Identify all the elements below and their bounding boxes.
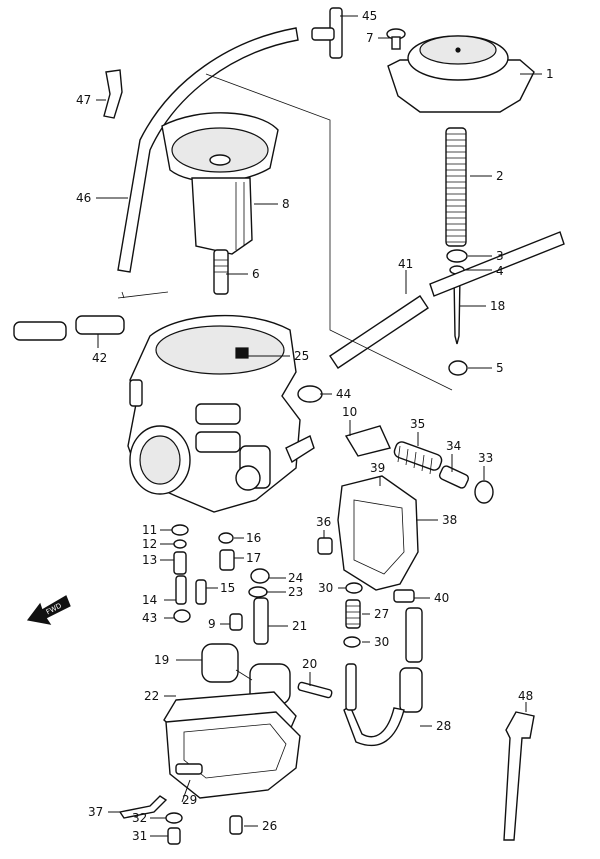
cap-33 bbox=[474, 480, 494, 504]
callout-3: 3 bbox=[496, 249, 504, 263]
jet-15 bbox=[195, 579, 207, 605]
callout-25: 25 bbox=[294, 349, 309, 363]
washer-30a bbox=[345, 582, 363, 594]
callout-36: 36 bbox=[316, 515, 331, 529]
callout-7: 7 bbox=[366, 31, 374, 45]
jet-17 bbox=[219, 549, 235, 571]
callout-22: 22 bbox=[144, 689, 159, 703]
callout-32: 32 bbox=[132, 811, 147, 825]
screw-26 bbox=[229, 815, 243, 835]
hose-42 bbox=[13, 315, 125, 341]
callout-28: 28 bbox=[436, 719, 451, 733]
leader-lines bbox=[96, 15, 542, 837]
screw-34 bbox=[438, 465, 470, 489]
callout-18: 18 bbox=[490, 299, 505, 313]
callout-12: 12 bbox=[142, 537, 157, 551]
plug-36 bbox=[317, 537, 333, 555]
callout-16: 16 bbox=[246, 531, 261, 545]
callout-33: 33 bbox=[478, 451, 493, 465]
cable-assembly-28 bbox=[343, 607, 423, 747]
spring-27 bbox=[345, 599, 361, 629]
piston-diaphragm-8 bbox=[161, 112, 279, 255]
fwd-arrow-icon: FWD bbox=[26, 595, 71, 625]
needle-jet-6 bbox=[213, 249, 229, 295]
washer-30b bbox=[343, 636, 361, 648]
callout-30b: 30 bbox=[374, 635, 389, 649]
callout-26: 26 bbox=[262, 819, 277, 833]
washer-43 bbox=[173, 609, 191, 623]
washer-12 bbox=[173, 539, 187, 549]
o-ring-11 bbox=[171, 524, 189, 536]
callout-10: 10 bbox=[342, 405, 357, 419]
cover-38 bbox=[337, 475, 419, 591]
pilot-screw-14 bbox=[175, 575, 187, 605]
callout-30a: 30 bbox=[318, 581, 333, 595]
callout-37: 37 bbox=[88, 805, 103, 819]
valve-21 bbox=[253, 597, 269, 645]
callout-41: 41 bbox=[398, 257, 413, 271]
retainer-3 bbox=[446, 249, 468, 263]
o-ring-32 bbox=[165, 812, 183, 824]
callout-46: 46 bbox=[76, 191, 91, 205]
callout-5: 5 bbox=[496, 361, 504, 375]
hex-wrench-48 bbox=[503, 711, 535, 841]
top-cap-1 bbox=[387, 35, 535, 113]
callout-24: 24 bbox=[288, 571, 303, 585]
clamp-47 bbox=[103, 69, 123, 119]
callout-29: 29 bbox=[182, 793, 197, 807]
vent-hose-46 bbox=[117, 27, 299, 273]
callout-11: 11 bbox=[142, 523, 157, 537]
callout-39: 39 bbox=[370, 461, 385, 475]
spring-35 bbox=[393, 441, 443, 475]
callout-27: 27 bbox=[374, 607, 389, 621]
pin-20 bbox=[297, 681, 333, 699]
cap-24 bbox=[250, 568, 270, 584]
spring-2 bbox=[445, 127, 467, 247]
callout-47: 47 bbox=[76, 93, 91, 107]
callout-38: 38 bbox=[442, 513, 457, 527]
t-fitting-45 bbox=[311, 7, 343, 59]
callout-15: 15 bbox=[220, 581, 235, 595]
callout-35: 35 bbox=[410, 417, 425, 431]
callout-40: 40 bbox=[434, 591, 449, 605]
callout-14: 14 bbox=[142, 593, 157, 607]
callout-31: 31 bbox=[132, 829, 147, 843]
callout-4: 4 bbox=[496, 264, 504, 278]
spring-13 bbox=[173, 551, 187, 575]
o-ring-44 bbox=[297, 385, 323, 403]
callout-20: 20 bbox=[302, 657, 317, 671]
callout-2: 2 bbox=[496, 169, 504, 183]
hose-41 bbox=[329, 295, 429, 369]
washer-5 bbox=[448, 360, 468, 376]
callout-19: 19 bbox=[154, 653, 169, 667]
carburetor-body bbox=[127, 314, 315, 513]
callout-9: 9 bbox=[208, 617, 216, 631]
o-ring-23 bbox=[248, 586, 268, 598]
screw-40 bbox=[393, 589, 415, 603]
callout-43: 43 bbox=[142, 611, 157, 625]
callout-6: 6 bbox=[252, 267, 260, 281]
screw-9 bbox=[229, 613, 243, 631]
callout-1: 1 bbox=[546, 67, 554, 81]
screw-7 bbox=[386, 28, 406, 50]
callout-44: 44 bbox=[336, 387, 351, 401]
drain-37 bbox=[118, 795, 168, 819]
callout-48: 48 bbox=[518, 689, 533, 703]
hose-top-right bbox=[429, 231, 565, 297]
fitting-10 bbox=[344, 425, 391, 457]
callout-21: 21 bbox=[292, 619, 307, 633]
washer-16 bbox=[218, 532, 234, 544]
callout-42: 42 bbox=[92, 351, 107, 365]
callout-34: 34 bbox=[446, 439, 461, 453]
callout-45: 45 bbox=[362, 9, 377, 23]
float-bowl bbox=[165, 711, 301, 799]
callout-8: 8 bbox=[282, 197, 290, 211]
screw-29 bbox=[175, 763, 203, 775]
callout-17: 17 bbox=[246, 551, 261, 565]
callout-23: 23 bbox=[288, 585, 303, 599]
callout-13: 13 bbox=[142, 553, 157, 567]
screw-31 bbox=[167, 827, 181, 845]
